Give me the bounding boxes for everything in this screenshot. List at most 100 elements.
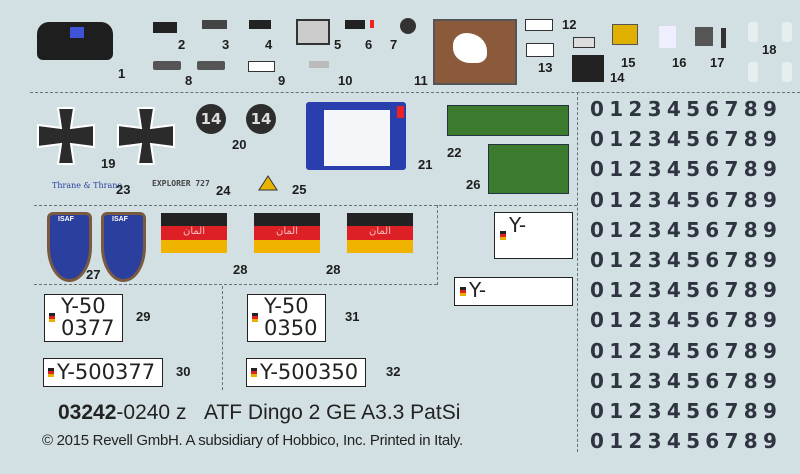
decal-number: 6 (365, 37, 373, 52)
digit-row: 0123456789 (590, 157, 783, 182)
copyright: © 2015 Revell GmbH. A subsidiary of Hobb… (42, 432, 463, 449)
plate-text: Y- (469, 278, 487, 302)
thrane-logo-decal: Thrane & Thrane (52, 181, 123, 190)
decal-number: 28 (233, 262, 248, 277)
decal-number: 11 (414, 73, 428, 88)
decal-number: 14 (610, 70, 625, 85)
placard-decal-10 (309, 61, 329, 68)
plate-text: Y-500350 (260, 360, 359, 384)
isaf-patch-decal: ISAF (47, 212, 92, 282)
decal-number: 19 (101, 156, 116, 171)
isaf-text: ISAF (112, 216, 128, 223)
decal-number: 9 (278, 73, 286, 88)
license-plate-30: Y-500377 (43, 358, 163, 387)
license-plate-blank-tall: Y- (494, 212, 573, 259)
decal-number: 17 (710, 55, 725, 70)
bracket-decal-8 (153, 61, 181, 70)
decal-number: 2 (178, 37, 186, 52)
digit-row: 0123456789 (590, 278, 783, 303)
afghanistan-map-decal (433, 19, 517, 85)
clear-decal-18 (782, 62, 792, 82)
clear-decal-18 (748, 62, 758, 82)
placard-decal-12 (525, 19, 553, 31)
license-plate-blank-wide: Y- (454, 277, 573, 306)
digit-row: 0123456789 (590, 399, 783, 423)
warning-placard-decal-15 (612, 24, 638, 45)
german-flag-decal: المان (254, 213, 320, 253)
flag-arabic-text: المان (183, 226, 205, 237)
data-plate-decal-14 (572, 55, 604, 82)
decal-number: 16 (672, 55, 687, 70)
kit-code: 03242 (58, 401, 117, 424)
bracket-decal-8 (197, 61, 225, 70)
decal-number: 30 (176, 364, 191, 379)
placard-decal-3 (202, 20, 227, 29)
roundel-14-decal: 14 (196, 104, 226, 134)
cut-line (222, 286, 223, 390)
digit-row: 0123456789 (590, 368, 783, 393)
flag-arabic-text: المان (369, 226, 391, 237)
digit-row: 0123456789 (590, 217, 783, 242)
placard-decal-17 (695, 27, 713, 46)
placard-decal (573, 37, 595, 48)
dashboard-instrument-decal (37, 22, 113, 60)
isaf-text: ISAF (58, 216, 74, 223)
decal-number: 5 (334, 37, 342, 52)
gauge-decal-7 (400, 18, 416, 34)
decal-number: 22 (447, 145, 462, 160)
display-screen-decal (306, 102, 406, 170)
clear-decal-18 (748, 22, 758, 42)
screen-decal-5 (296, 19, 330, 45)
german-flag-decal: المان (347, 213, 413, 253)
decal-number: 18 (762, 42, 777, 57)
decal-number: 26 (466, 177, 481, 192)
decal-number: 8 (185, 73, 193, 88)
plate-line-1: Y-50 (61, 294, 106, 318)
license-plate-31: Y-50 0350 (247, 294, 326, 342)
kit-title: 03242-0240 z ATF Dingo 2 GE A3.3 PatSi (58, 401, 460, 425)
decal-number: 29 (136, 309, 151, 324)
digit-row: 0123456789 (590, 187, 783, 212)
decal-number: 3 (222, 37, 230, 52)
radio-decal-6 (345, 20, 365, 29)
cut-line (30, 92, 800, 93)
iron-cross-decal (37, 107, 95, 165)
decal-number: 23 (116, 182, 131, 197)
kit-name: ATF Dingo 2 GE A3.3 PatSi (203, 401, 461, 424)
plate-line-1: Y-50 (264, 294, 309, 318)
green-panel-decal-26 (488, 144, 569, 194)
digit-row: 0123456789 (590, 338, 783, 363)
placard-decal-9 (248, 61, 275, 72)
explorer-text-decal: EXPLORER 727 (152, 179, 210, 188)
placard-decal-4 (249, 20, 271, 29)
roundel-14-decal: 14 (246, 104, 276, 134)
plate-text: Y-500377 (57, 360, 156, 384)
isaf-patch-decal: ISAF (101, 212, 146, 282)
cut-line (577, 92, 578, 452)
decal-number: 31 (345, 309, 360, 324)
clear-decal-18 (782, 22, 792, 42)
decal-number: 15 (621, 55, 636, 70)
digit-row: 0123456789 (590, 127, 783, 152)
decal-number: 7 (390, 37, 398, 52)
plate-line-2: 0377 (61, 316, 115, 340)
decal-number: 24 (216, 183, 231, 198)
license-plate-32: Y-500350 (246, 358, 366, 387)
iron-cross-decal (117, 107, 175, 165)
digit-row: 0123456789 (590, 308, 783, 333)
flag-arabic-text: المان (276, 226, 298, 237)
plate-text: Y- (509, 213, 527, 237)
decal-number: 21 (418, 157, 433, 172)
license-plate-29: Y-50 0377 (44, 294, 123, 342)
decal-number: 32 (386, 364, 401, 379)
digit-row: 0123456789 (590, 429, 783, 454)
decal-number: 28 (326, 262, 341, 277)
decal-number: 12 (562, 17, 577, 32)
digit-row: 0123456789 (590, 97, 783, 121)
german-flag-decal: المان (161, 213, 227, 253)
decal-number: 10 (338, 73, 353, 88)
cut-line (437, 205, 438, 285)
warning-triangle-icon (258, 175, 278, 191)
cut-line (34, 284, 437, 285)
green-panel-decal-22 (447, 105, 569, 136)
